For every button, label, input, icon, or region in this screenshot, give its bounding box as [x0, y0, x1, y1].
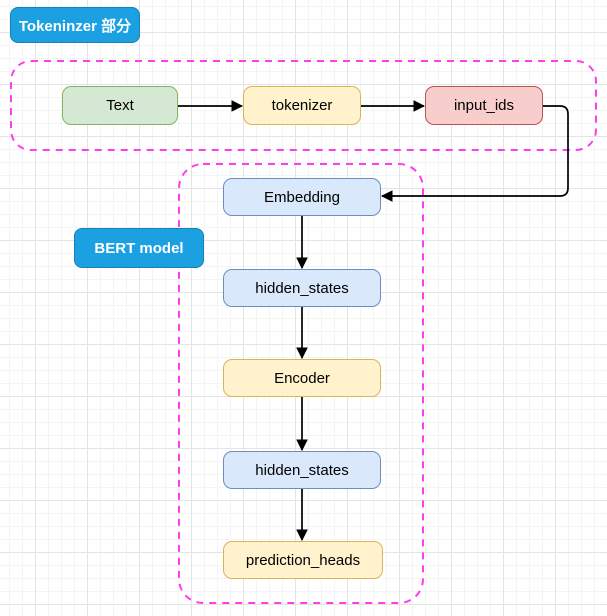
- node-embedding: Embedding: [223, 178, 381, 216]
- node-text: Text: [62, 86, 178, 125]
- node-hidden-states-2: hidden_states: [223, 451, 381, 489]
- node-encoder: Encoder: [223, 359, 381, 397]
- node-tokenizer: tokenizer: [243, 86, 361, 125]
- node-prediction-heads: prediction_heads: [223, 541, 383, 579]
- bert-model-label: BERT model: [74, 228, 204, 268]
- node-input-ids: input_ids: [425, 86, 543, 125]
- node-hidden-states-1: hidden_states: [223, 269, 381, 307]
- tokenizer-section-label: Tokeninzer 部分: [10, 7, 140, 43]
